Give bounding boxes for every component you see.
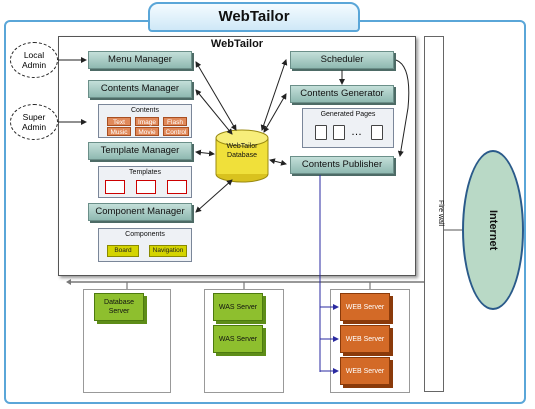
contents-title: Contents — [130, 107, 160, 114]
arrow-line — [260, 59, 288, 131]
super-admin: Super Admin — [10, 104, 58, 140]
was-server: WAS Server — [213, 325, 263, 353]
menu-manager: Menu Manager — [88, 51, 192, 69]
arrow-line — [195, 61, 237, 131]
components-title: Components — [125, 231, 165, 238]
component-chip: Navigation — [149, 245, 187, 257]
components-panel: Components Board Navigation — [98, 228, 192, 262]
web-server: WEB Server — [340, 325, 390, 353]
scheduler: Scheduler — [290, 51, 394, 69]
content-chip: Text — [107, 117, 131, 126]
generated-pages-panel: Generated Pages … — [302, 108, 394, 148]
bus-endpoint — [66, 279, 71, 285]
component-chip: Board — [107, 245, 139, 257]
template-manager: Template Manager — [88, 142, 192, 160]
internet-cloud — [462, 150, 524, 310]
templates-panel: Templates — [98, 166, 192, 198]
ellipsis: … — [351, 126, 362, 138]
content-chip: Music — [107, 127, 131, 136]
diagram-title: WebTailor — [148, 2, 360, 32]
web-server: WEB Server — [340, 357, 390, 385]
system-title: WebTailor — [210, 38, 264, 50]
firewall — [424, 36, 444, 392]
content-chip: Movie — [135, 127, 159, 136]
template-thumbnail — [105, 180, 125, 194]
content-chip: Control — [163, 127, 189, 136]
content-chip: Flash — [163, 117, 187, 126]
arrow-line — [195, 149, 215, 157]
page-icon — [371, 125, 383, 140]
arrow-line — [269, 158, 287, 166]
arrow-line — [263, 93, 287, 133]
was-server: WAS Server — [213, 293, 263, 321]
contents-panel: Contents Text Image Flash Music Movie Co… — [98, 104, 192, 138]
database-server: Database Server — [94, 293, 144, 321]
firewall-label: Fire wall — [437, 200, 444, 227]
local-admin: Local Admin — [10, 42, 58, 78]
content-chip: Image — [135, 117, 159, 126]
template-thumbnail — [167, 180, 187, 194]
templates-title: Templates — [129, 169, 161, 176]
component-manager: Component Manager — [88, 203, 192, 221]
arrow-line — [195, 179, 233, 213]
page-icon — [315, 125, 327, 140]
contents-generator: Contents Generator — [290, 85, 394, 103]
web-server: WEB Server — [340, 293, 390, 321]
database-label: WebTailor Database — [226, 143, 258, 159]
contents-manager: Contents Manager — [88, 80, 192, 98]
internet-label: Internet — [487, 209, 499, 251]
contents-publisher: Contents Publisher — [290, 156, 394, 174]
arrow-line — [395, 59, 410, 157]
template-thumbnail — [136, 180, 156, 194]
arrow-line — [195, 89, 233, 135]
page-icon — [333, 125, 345, 140]
generated-pages-title: Generated Pages — [320, 111, 376, 118]
